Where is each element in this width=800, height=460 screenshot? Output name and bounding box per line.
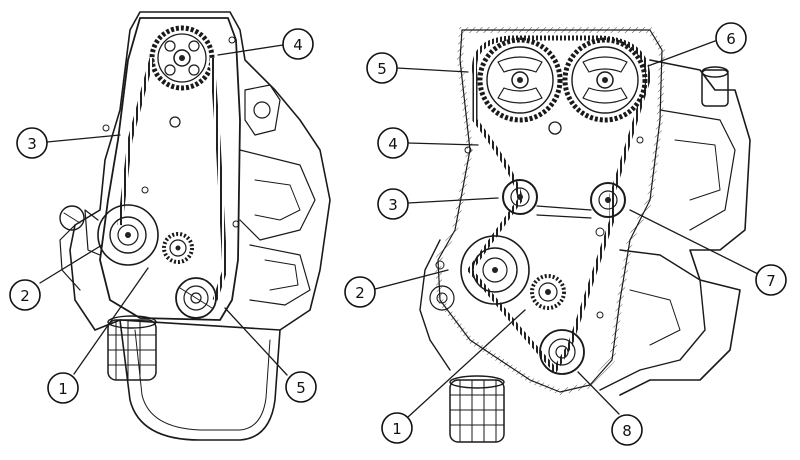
right-intake-camshaft-sprocket (477, 37, 563, 123)
right-engine-drawing (419, 27, 751, 443)
left-timing-belt (117, 57, 228, 301)
left-callout-2: 2 (9, 279, 41, 311)
left-crankshaft-sprocket (175, 277, 217, 319)
right-timing-belt (466, 35, 651, 375)
left-callout-5: 5 (285, 371, 317, 403)
svg-text:5: 5 (296, 379, 306, 397)
right-water-pump (460, 235, 530, 305)
right-oil-pump-sprocket (530, 274, 566, 310)
svg-text:1: 1 (58, 380, 68, 398)
svg-text:7: 7 (766, 272, 776, 290)
svg-text:3: 3 (27, 135, 37, 153)
svg-text:6: 6 (726, 30, 736, 48)
svg-text:2: 2 (355, 284, 365, 302)
right-center-bolt (548, 121, 562, 135)
right-callout-2: 2 (344, 276, 376, 308)
left-camshaft-sprocket (149, 25, 215, 91)
svg-text:4: 4 (293, 36, 303, 54)
right-tensioner-pulley (590, 182, 626, 218)
svg-text:1: 1 (392, 420, 402, 438)
left-water-pump (84, 204, 159, 266)
right-callout-6: 6 (715, 22, 747, 54)
left-oil-filter (107, 315, 157, 381)
right-callout-4: 4 (377, 127, 409, 159)
right-crankshaft-sprocket (539, 329, 585, 375)
svg-text:3: 3 (388, 196, 398, 214)
right-callout-3: 3 (377, 188, 409, 220)
right-exhaust-camshaft-sprocket (562, 37, 648, 123)
left-callout-3: 3 (16, 127, 48, 159)
svg-text:8: 8 (622, 422, 632, 440)
svg-text:4: 4 (388, 135, 398, 153)
svg-text:2: 2 (20, 287, 30, 305)
svg-text:5: 5 (377, 60, 387, 78)
right-idler-pulley (502, 179, 538, 215)
left-tensioner-pulley (162, 232, 194, 264)
left-engine-drawing (59, 11, 331, 441)
right-callout-5: 5 (366, 52, 398, 84)
right-callout-8: 8 (611, 414, 643, 446)
right-callout-7: 7 (755, 264, 787, 296)
leader-lines (39, 40, 761, 418)
right-oil-filter (449, 375, 505, 443)
left-callout-1: 1 (47, 372, 79, 404)
left-callout-4: 4 (282, 28, 314, 60)
right-callout-1: 1 (381, 412, 413, 444)
right-oil-filler (701, 66, 729, 107)
